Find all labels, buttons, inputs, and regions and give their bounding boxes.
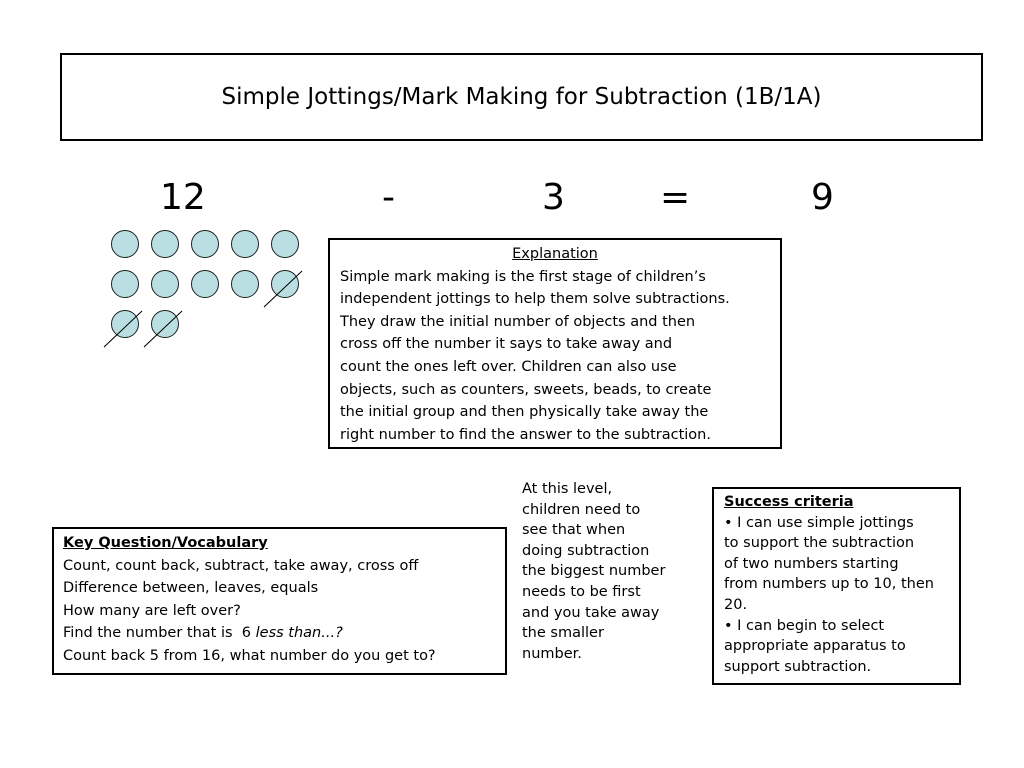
counter-circle [191, 270, 219, 298]
equation-result: 9 [811, 177, 834, 218]
counter-circle [111, 310, 139, 338]
counter-circle [191, 230, 219, 258]
success-criteria-heading: Success criteria [724, 494, 854, 510]
cross-off-mark [263, 270, 303, 308]
equation-subtrahend: 3 [542, 177, 565, 218]
explanation-text: Simple mark making is the first stage of… [340, 268, 730, 443]
counter-circle [111, 230, 139, 258]
vocab-line: Count, count back, subtract, take away, … [63, 557, 419, 574]
counter-circle [151, 230, 179, 258]
counter-circle [271, 230, 299, 258]
explanation-box: Explanation Simple mark making is the fi… [328, 238, 782, 449]
success-criteria-item: • I can use simple jottings to support t… [724, 514, 934, 613]
equation-minuend: 12 [160, 177, 206, 218]
vocab-line: Count back 5 from 16, what number do you… [63, 647, 436, 664]
counter-circle [231, 230, 259, 258]
vocab-line: How many are left over? [63, 602, 241, 619]
counter-circle [271, 270, 299, 298]
cross-off-mark [103, 310, 143, 348]
explanation-heading: Explanation [512, 246, 598, 262]
vocab-line: Difference between, leaves, equals [63, 580, 319, 596]
page-title: Simple Jottings/Mark Making for Subtract… [221, 84, 822, 110]
vocab-line: Find the number that is 6 less than...? [63, 622, 496, 645]
counter-circle [231, 270, 259, 298]
key-question-heading: Key Question/Vocabulary [63, 535, 268, 551]
equation-minus-sign: - [382, 177, 395, 218]
key-question-box: Key Question/Vocabulary Count, count bac… [52, 527, 507, 675]
counter-circle [111, 270, 139, 298]
title-box: Simple Jottings/Mark Making for Subtract… [60, 53, 983, 141]
equation-equals-sign: = [660, 177, 691, 218]
vocab-line-text: Find the number that is 6 [63, 625, 256, 641]
level-note: At this level, children need to see that… [522, 481, 666, 662]
vocab-line-italic: less than...? [255, 625, 343, 641]
success-criteria-item: • I can begin to select appropriate appa… [724, 617, 906, 675]
counters-drawing [103, 230, 303, 348]
counter-circle [151, 270, 179, 298]
counter-circle [151, 310, 179, 338]
success-criteria-box: Success criteria • I can use simple jott… [712, 487, 961, 685]
cross-off-mark [143, 310, 183, 348]
